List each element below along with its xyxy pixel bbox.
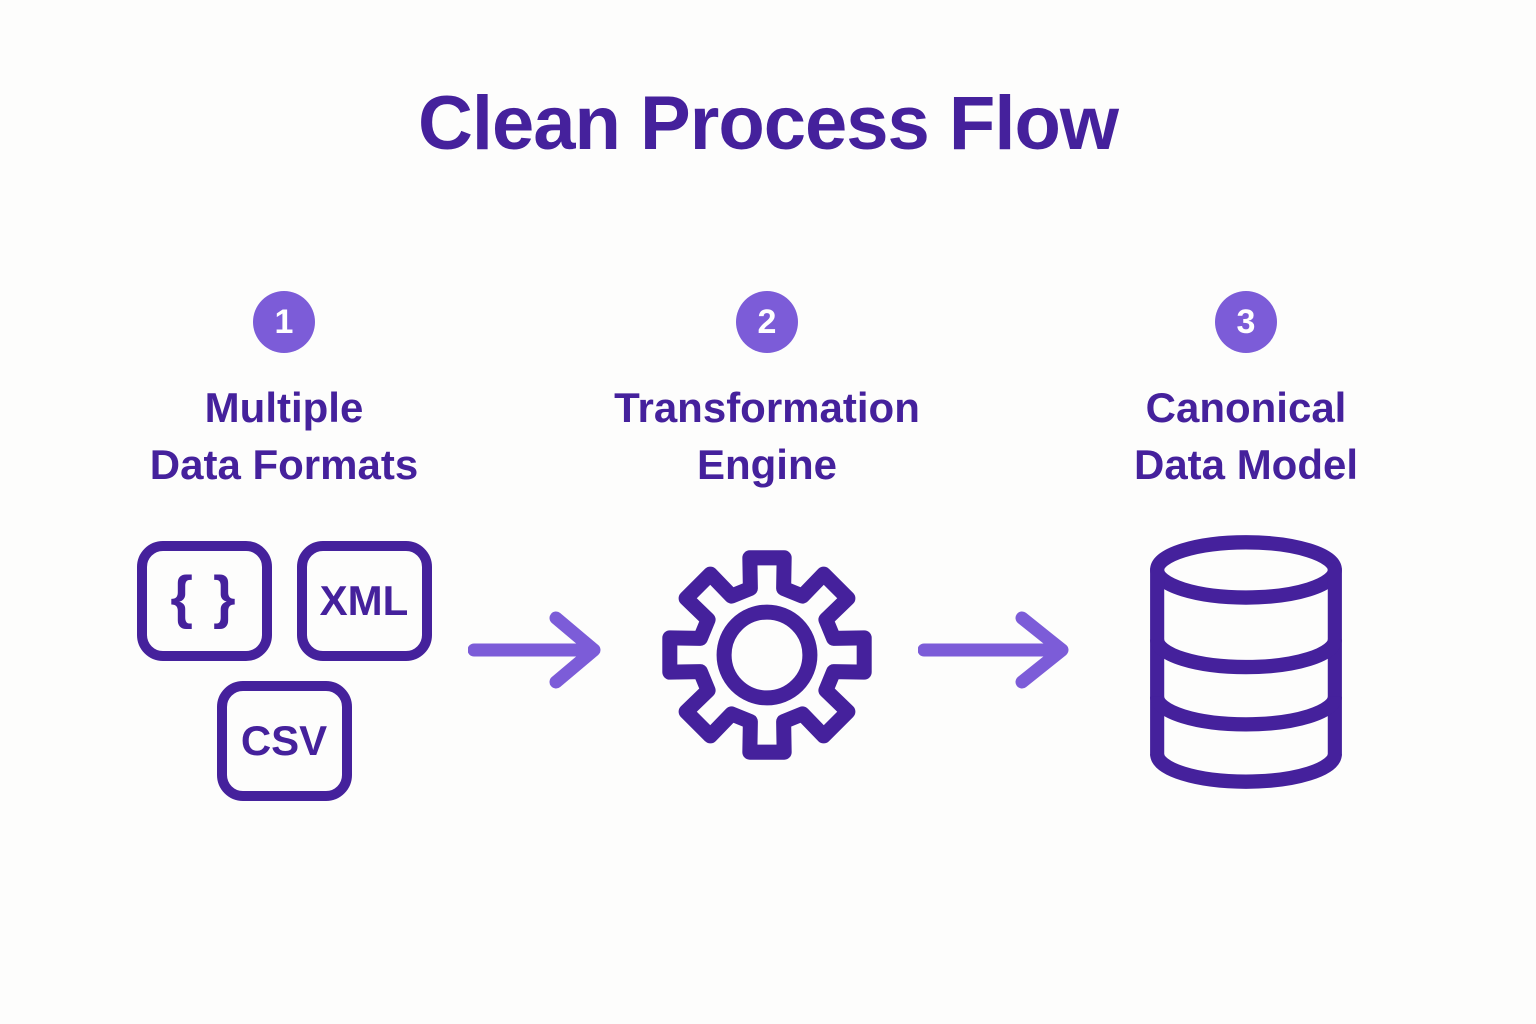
- step-2-transformation-engine: 2 Transformation Engine: [577, 291, 957, 773]
- step-2-label-line1: Transformation: [614, 384, 920, 431]
- gear-icon: [649, 537, 885, 773]
- csv-format-label: CSV: [240, 717, 328, 765]
- json-braces-icon: { }: [136, 541, 272, 662]
- step-2-number: 2: [757, 302, 777, 341]
- step-3-number-badge: 3: [1215, 291, 1277, 353]
- database-icon: [1140, 529, 1352, 797]
- step-2-number-badge: 2: [736, 291, 798, 353]
- step-3-label: Canonical Data Model: [1134, 379, 1358, 493]
- step-1-number: 1: [274, 302, 294, 341]
- arrow-right-icon: [918, 610, 1078, 690]
- xml-format-icon: XML: [296, 541, 432, 662]
- step-3-label-line2: Data Model: [1133, 441, 1359, 489]
- csv-format-icon: CSV: [216, 681, 352, 802]
- step-2-label: Transformation Engine: [614, 379, 920, 493]
- json-braces-glyph: { }: [170, 564, 238, 630]
- xml-format-label: XML: [319, 577, 409, 625]
- arrow-right-icon: [468, 610, 608, 690]
- step-2-label-line2: Engine: [696, 441, 837, 489]
- step-1-label: Multiple Data Formats: [150, 379, 418, 493]
- step-3-number: 3: [1236, 302, 1256, 341]
- step-3-label-line1: Canonical: [1145, 384, 1347, 431]
- step-1-label-line2: Data Formats: [149, 441, 419, 489]
- diagram-title: Clean Process Flow: [417, 81, 1119, 166]
- step-1-number-badge: 1: [253, 291, 315, 353]
- step-1-label-line1: Multiple: [204, 384, 364, 431]
- data-format-icons: { } XML CSV: [134, 541, 434, 802]
- step-1-multiple-data-formats: 1 Multiple Data Formats { } XML CSV: [98, 291, 470, 802]
- step-3-canonical-data-model: 3 Canonical Data Model: [1058, 291, 1434, 797]
